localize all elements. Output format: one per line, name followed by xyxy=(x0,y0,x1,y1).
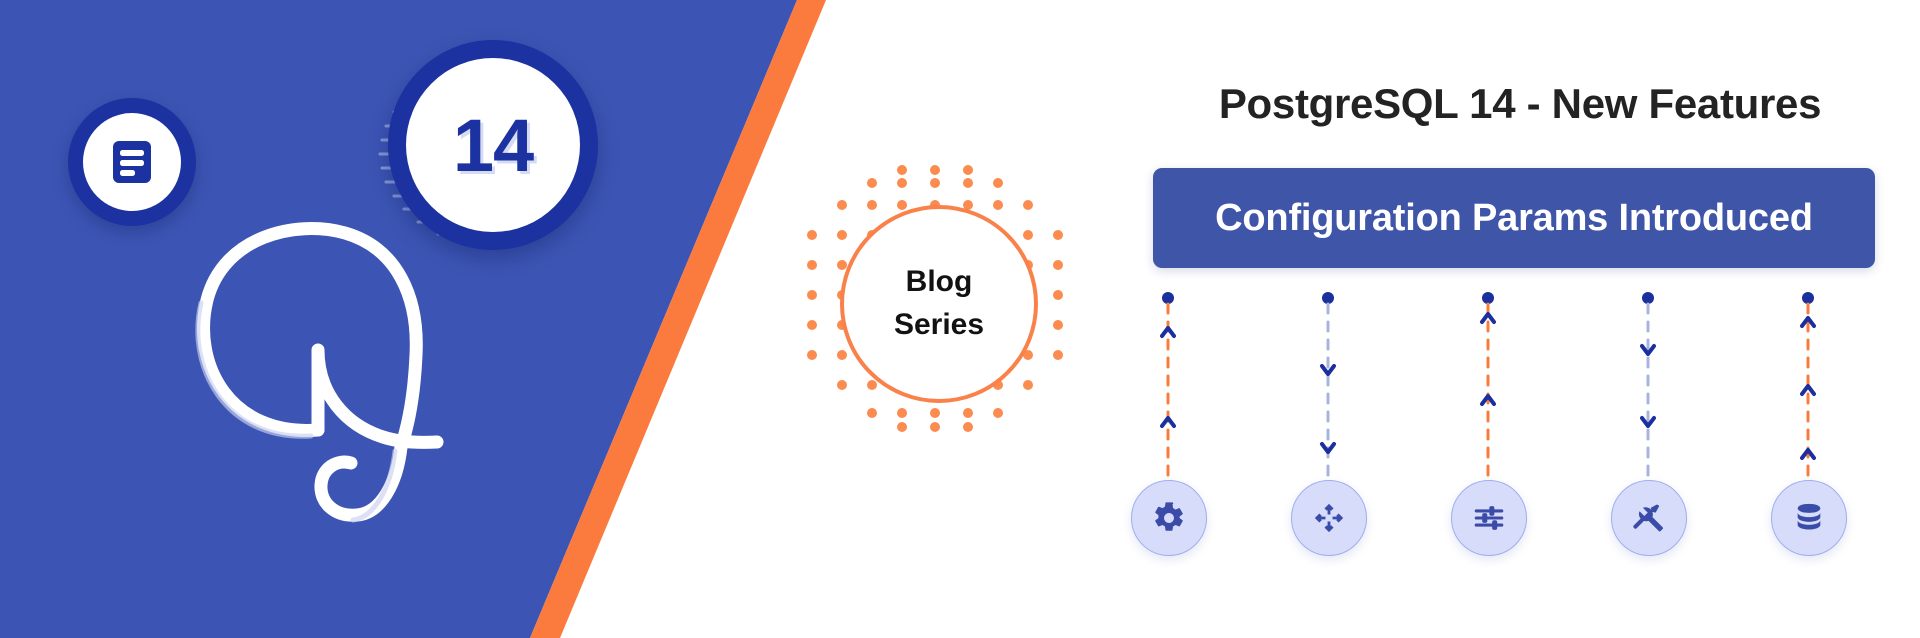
dashed-connector-1 xyxy=(1160,302,1176,482)
version-badge-inner: 14 xyxy=(406,58,580,232)
node-dot-2 xyxy=(1322,292,1334,304)
blog-series-circle: Blog Series xyxy=(840,205,1038,403)
postgresql-elephant-logo xyxy=(195,222,444,523)
dashed-connector-3 xyxy=(1480,302,1496,482)
node-dot-5 xyxy=(1802,292,1814,304)
feature-icon-database[interactable] xyxy=(1771,480,1847,556)
move-arrows-icon xyxy=(1314,503,1344,533)
document-badge-inner xyxy=(83,113,181,211)
page-title: PostgreSQL 14 - New Features xyxy=(1218,80,1822,127)
node-dot-3 xyxy=(1482,292,1494,304)
feature-icon-move-arrows[interactable] xyxy=(1291,480,1367,556)
blog-series-badge: Blog Series xyxy=(800,165,1070,435)
gear-icon xyxy=(1155,502,1183,531)
document-icon xyxy=(113,141,151,183)
dashed-connector-5 xyxy=(1800,302,1816,482)
feature-icon-tools[interactable] xyxy=(1611,480,1687,556)
dashed-connector-4 xyxy=(1640,302,1656,482)
database-icon xyxy=(1797,503,1821,530)
subtitle-text: Configuration Params Introduced xyxy=(1215,196,1813,239)
connector-track-3 xyxy=(1471,292,1505,482)
dot-grid-decoration xyxy=(807,165,1063,432)
node-dot-4 xyxy=(1642,292,1654,304)
subtitle-banner: Configuration Params Introduced xyxy=(1153,168,1875,268)
feature-icon-gear[interactable] xyxy=(1131,480,1207,556)
right-content-area: PostgreSQL 14 - New Features Configurati… xyxy=(1131,0,1900,638)
version-badge: 14 xyxy=(388,40,598,250)
connector-track-1 xyxy=(1151,292,1185,482)
connector-track-2 xyxy=(1311,292,1345,482)
feature-icon-sliders[interactable] xyxy=(1451,480,1527,556)
connector-track-5 xyxy=(1791,292,1825,482)
tools-icon xyxy=(1633,504,1664,532)
sliders-icon xyxy=(1474,506,1504,530)
blog-series-line1: Blog xyxy=(905,265,973,299)
blog-series-line2: Series xyxy=(893,308,985,341)
document-badge xyxy=(68,98,196,226)
node-dot-1 xyxy=(1162,292,1174,304)
dashed-connector-2 xyxy=(1320,302,1336,482)
version-number: 14 xyxy=(452,103,534,187)
connector-track-4 xyxy=(1631,292,1665,482)
